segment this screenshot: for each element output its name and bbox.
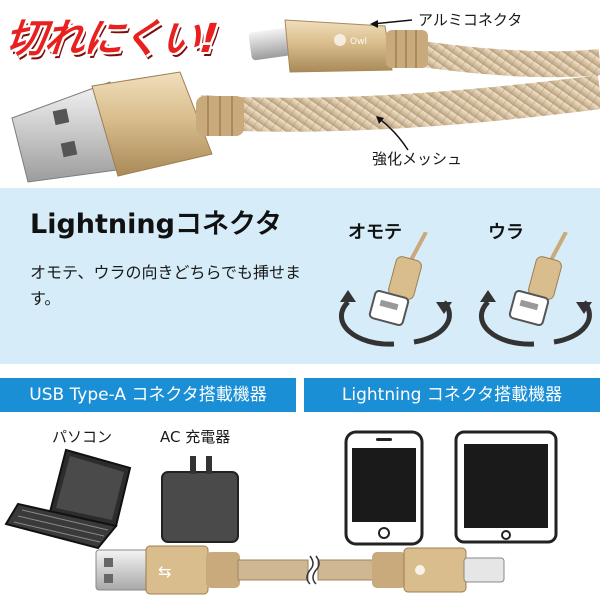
lightning-section: Lightningコネクタ オモテ、ウラの向きどちらでも挿せます。 オモテ ウラ <box>0 188 600 364</box>
ac-charger-label: AC 充電器 <box>160 428 231 446</box>
brand-logo-icon <box>415 565 425 575</box>
callout-mesh: 強化メッシュ <box>372 150 463 168</box>
usb-gold-housing <box>91 71 213 177</box>
reversible-diagram <box>339 232 592 347</box>
rotate-arrow-icon <box>479 300 535 347</box>
devices-illustration: ⇆ <box>4 430 558 595</box>
aluminum-connector-body <box>284 19 393 73</box>
product-hero: Owl 切れにくい! アルミコネクタ 強化メッシュ <box>0 0 600 186</box>
lower-cable-mesh <box>198 75 600 132</box>
bottom-cable: ⇆ <box>95 545 505 595</box>
back-connector-diagram <box>479 232 592 347</box>
lightning-tip <box>248 27 294 61</box>
front-label: オモテ <box>348 222 402 243</box>
usb-symbol-icon: ⇆ <box>158 562 171 581</box>
lightning-description: オモテ、ウラの向きどちらでも挿せます。 <box>30 263 302 308</box>
svg-text:Owl: Owl <box>350 37 367 47</box>
callout-line-connector <box>371 19 413 25</box>
tablet-icon <box>454 430 558 544</box>
smartphone-icon <box>344 430 424 546</box>
headline: 切れにくい! <box>3 16 220 62</box>
front-connector-diagram <box>339 232 452 347</box>
rotate-arrow-icon <box>339 300 395 347</box>
lightning-devices-header: Lightning コネクタ搭載機器 <box>304 378 600 412</box>
pc-label: パソコン <box>52 428 113 446</box>
back-label: ウラ <box>488 222 524 243</box>
laptop-icon <box>4 448 132 550</box>
cable-illustration: Owl <box>11 19 600 183</box>
brand-logo-icon <box>334 34 346 46</box>
usb-devices-header: USB Type-A コネクタ搭載機器 <box>0 378 296 412</box>
lightning-title: Lightningコネクタ <box>30 209 282 240</box>
callout-aluminum-connector: アルミコネクタ <box>418 11 523 29</box>
ac-charger-icon <box>161 456 239 543</box>
